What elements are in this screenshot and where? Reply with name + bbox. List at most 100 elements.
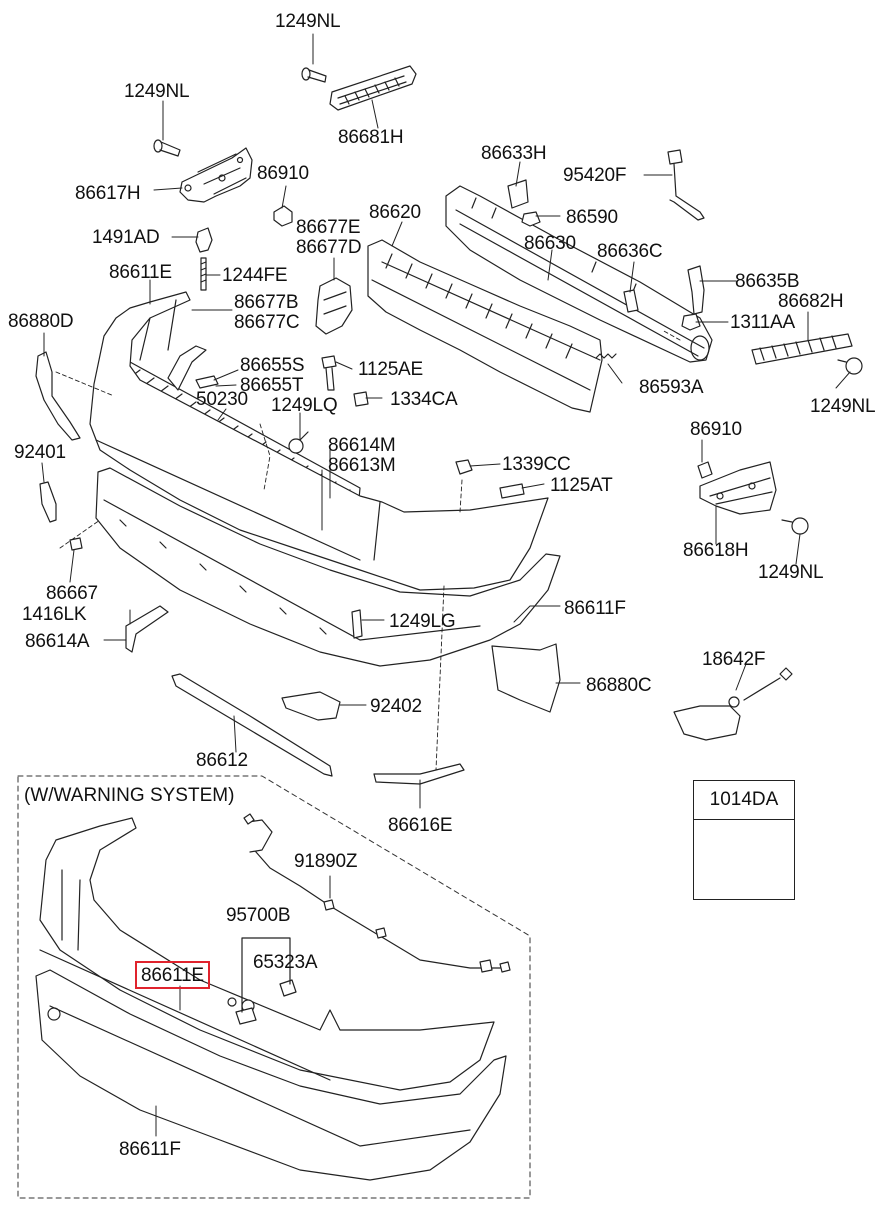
reflector-92401 [39, 481, 57, 523]
bolt-1249nl-b [837, 357, 863, 375]
label-1311aa: 1311AA [730, 312, 796, 333]
label-86616e: 86616E [388, 815, 453, 836]
label-86677d: 86677D [296, 237, 362, 258]
bumper-upper-86611e-warning [39, 817, 495, 1091]
stud-1491ad [195, 227, 213, 291]
clip-86633h [507, 179, 529, 209]
label-1249nl-c: 1249NL [758, 562, 824, 583]
label-86617h: 86617H [75, 183, 141, 204]
bumper-upper-86611e [89, 291, 549, 591]
sensor-95700b [235, 937, 297, 1025]
label-1334ca: 1334CA [390, 389, 458, 410]
label-86614a: 86614A [25, 631, 90, 652]
bolt-1249nl-c [781, 517, 809, 535]
absorber-86620 [367, 239, 603, 413]
label-86655s: 86655S [240, 355, 305, 376]
label-86636c: 86636C [597, 241, 663, 262]
harness-91890z [243, 813, 511, 973]
label-86682h: 86682H [778, 291, 844, 312]
bracket-86617h [179, 147, 253, 203]
label-86677b: 86677B [234, 292, 299, 313]
label-86880d: 86880D [8, 311, 74, 332]
warning-system-title: (W/WARNING SYSTEM) [22, 785, 237, 807]
label-86620: 86620 [369, 202, 421, 223]
leader-lines [41, 33, 851, 1137]
bracket-86635b [687, 265, 705, 315]
label-1339cc: 1339CC [502, 454, 571, 475]
sensor-95420f [667, 149, 705, 221]
label-86611e-b-highlighted[interactable]: 86611E [135, 961, 210, 989]
label-86880c: 86880C [586, 675, 652, 696]
strip-86616e [373, 763, 465, 785]
warning-system-frame [17, 775, 531, 1199]
label-86677e: 86677E [296, 217, 361, 238]
label-1125at: 1125AT [550, 475, 613, 496]
label-86613m: 86613M [328, 455, 396, 476]
label-86593a: 86593A [639, 377, 704, 398]
label-86910-b: 86910 [690, 419, 742, 440]
bolt-1249nl-a [153, 139, 181, 157]
label-1416lk: 1416LK [22, 604, 87, 625]
bolt-1249lg [351, 609, 363, 639]
guide-lines [55, 329, 681, 771]
beam-86630 [445, 185, 713, 363]
bolt-1249nl-top [301, 67, 327, 83]
label-1125ae: 1125AE [358, 359, 424, 380]
bracket-86681h [329, 65, 417, 111]
label-18642f: 18642F [702, 649, 766, 670]
label-86611f-a: 86611F [564, 598, 626, 619]
lamp-18642f [673, 667, 793, 741]
label-65323a: 65323A [253, 952, 318, 973]
bolt-1249lq [288, 431, 309, 454]
label-1249lq: 1249LQ [271, 395, 338, 416]
bumper-lower-86611f [95, 467, 561, 667]
nut-1334ca [353, 391, 369, 407]
label-86590: 86590 [566, 207, 618, 228]
label-86630: 86630 [524, 233, 576, 254]
label-91890z: 91890Z [294, 851, 358, 872]
label-95420f: 95420F [563, 165, 627, 186]
label-86611f-b: 86611F [119, 1139, 181, 1160]
bracket-86682h [751, 333, 853, 365]
clip-86910-b [697, 461, 713, 479]
nut-1311aa [681, 313, 701, 331]
label-92401: 92401 [14, 442, 66, 463]
label-86611e-a: 86611E [109, 262, 172, 283]
nut-86590 [521, 211, 541, 227]
label-1249nl-b: 1249NL [810, 396, 876, 417]
bumper-lower-86611f-warning [35, 969, 507, 1181]
label-86635b: 86635B [735, 271, 800, 292]
label-86655t: 86655T [240, 375, 304, 396]
reflector-92402 [281, 691, 341, 721]
legend-box-label: 1014DA [694, 781, 794, 820]
label-1249nl-top: 1249NL [275, 11, 341, 32]
label-1244fe: 1244FE [222, 265, 288, 286]
bracket-86677b [167, 345, 207, 391]
clip-86910-a [273, 205, 293, 227]
label-1249nl-a: 1249NL [124, 81, 190, 102]
label-86681h: 86681H [338, 127, 404, 148]
guard-86880d [35, 351, 81, 441]
label-50230: 50230 [196, 389, 248, 410]
label-86677c: 86677C [234, 312, 300, 333]
label-1249lg: 1249LG [389, 611, 456, 632]
label-95700b: 95700B [226, 905, 291, 926]
label-1491ad: 1491AD [92, 227, 160, 248]
label-92402: 92402 [370, 696, 422, 717]
bolt-1125at [499, 483, 525, 499]
bracket-86677e [315, 277, 353, 335]
clip-86667 [69, 537, 83, 551]
label-86612: 86612 [196, 750, 248, 771]
clip-86655s [195, 375, 219, 389]
label-86618h: 86618H [683, 540, 749, 561]
bracket-86614a [125, 605, 169, 653]
label-86910-a: 86910 [257, 163, 309, 184]
label-86614m: 86614M [328, 435, 396, 456]
strip-86612 [171, 673, 333, 777]
bracket-86618h [699, 461, 777, 515]
label-86633h: 86633H [481, 143, 547, 164]
mudflap-86880c [491, 643, 561, 713]
spring-86593a [595, 353, 617, 359]
